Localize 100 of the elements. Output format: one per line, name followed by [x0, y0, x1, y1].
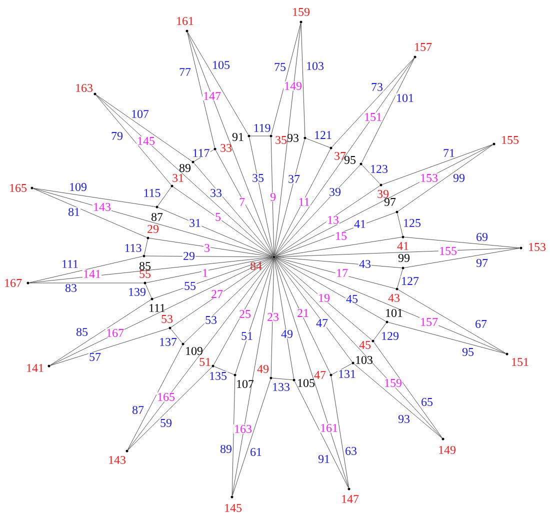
edge-line: [187, 32, 274, 256]
edge-line: [249, 137, 274, 256]
edge-label: 109: [68, 182, 88, 192]
node-label: 29: [148, 224, 158, 233]
edge-label: 23: [266, 312, 280, 322]
vertex: 109: [182, 342, 202, 356]
edge-line: [232, 258, 274, 496]
edge-line: [158, 186, 172, 206]
edge-line: [232, 379, 271, 496]
edge-label: 55: [183, 281, 197, 291]
edge-line: [96, 94, 192, 162]
edge-label: 39: [328, 187, 342, 197]
edge-label: 79: [110, 131, 124, 141]
edge-line: [184, 258, 274, 344]
node-label: 31: [172, 174, 184, 182]
vertex: 157: [414, 42, 432, 58]
edge-label: 33: [209, 188, 223, 198]
node-label: 149: [439, 446, 456, 454]
edge-line: [29, 282, 144, 284]
node-label: 107: [237, 380, 254, 388]
edge-line: [300, 23, 306, 137]
edge-label: 105: [211, 60, 231, 70]
edge-line: [96, 94, 172, 186]
edge-line: [398, 290, 506, 354]
edge-line: [275, 248, 520, 258]
edge-label: 85: [75, 327, 89, 337]
edge-label: 63: [344, 446, 358, 456]
edge-label: 41: [353, 219, 367, 229]
node-label: 49: [257, 364, 268, 373]
node-label: 141: [27, 364, 44, 372]
edge-label: 123: [369, 164, 389, 174]
vertex: 103: [352, 356, 372, 364]
node-label: 143: [109, 456, 126, 464]
node-label: 153: [529, 242, 546, 251]
vertex: 41: [397, 236, 408, 250]
edge-label: 127: [400, 276, 420, 286]
edge-label: 47: [315, 318, 329, 328]
vertex: 53: [162, 314, 173, 330]
node-label: 55: [140, 270, 151, 278]
edge-label: 53: [204, 315, 218, 325]
edge-line: [215, 150, 274, 256]
edge-label: 93: [397, 414, 411, 424]
edge-line: [213, 258, 274, 365]
edge-label: 57: [88, 352, 102, 362]
edge-line: [188, 32, 248, 135]
edge-label: 151: [363, 112, 383, 122]
edge-line: [274, 23, 302, 256]
edge-line: [275, 257, 386, 322]
node-label: 145: [225, 504, 242, 512]
edge-line: [275, 257, 396, 289]
vertex: 47: [314, 371, 332, 379]
vertex: 93: [287, 134, 306, 142]
node-label: 33: [220, 144, 232, 152]
vertex: 107: [234, 374, 254, 388]
edge-line: [270, 137, 274, 256]
edge-line: [153, 257, 273, 299]
edge-line: [331, 376, 350, 488]
edge-line: [274, 258, 294, 379]
vertex: 145: [225, 496, 242, 512]
edge-label: 51: [240, 331, 254, 341]
edge-label: 161: [319, 423, 339, 433]
vertex: 111: [150, 298, 165, 312]
edge-line: [398, 144, 494, 212]
node-label: 87: [151, 212, 163, 222]
node-label: 43: [388, 294, 400, 302]
vertex: 45: [359, 340, 374, 349]
edge-label: 137: [158, 337, 178, 347]
edge-line: [275, 186, 380, 256]
edge-label: 145: [136, 136, 156, 146]
edge-label: 71: [442, 148, 456, 158]
edge-label: 1: [201, 268, 209, 278]
edge-line: [271, 23, 301, 135]
edge-line: [354, 364, 442, 438]
vertex: 163: [76, 84, 96, 96]
vertex: 105: [292, 378, 314, 387]
node-label: 161: [177, 16, 194, 25]
edge-label: 77: [178, 67, 192, 76]
edge-label: 15: [334, 231, 348, 241]
edge-label: 25: [238, 309, 252, 319]
edge-line: [274, 149, 331, 256]
node-label: 45: [359, 340, 371, 349]
edge-line: [145, 284, 152, 298]
edge-label: 81: [67, 207, 81, 217]
edge-label: 159: [383, 378, 403, 388]
vertex: 31: [170, 174, 184, 188]
node-label: 97: [384, 198, 396, 206]
edge-line: [274, 58, 414, 256]
edge-line: [128, 366, 212, 450]
node-label: 89: [179, 164, 190, 172]
vertex: 161: [177, 16, 194, 32]
edge-line: [194, 150, 214, 162]
vertex: 29: [146, 224, 158, 240]
edge-label: 91: [317, 454, 331, 464]
edge-line: [50, 257, 273, 366]
node-label: 95: [344, 156, 356, 164]
edge-label: 7: [238, 197, 246, 206]
edge-line: [382, 144, 493, 185]
edge-line: [274, 139, 305, 256]
edge-line: [33, 188, 156, 208]
edge-line: [29, 256, 143, 283]
